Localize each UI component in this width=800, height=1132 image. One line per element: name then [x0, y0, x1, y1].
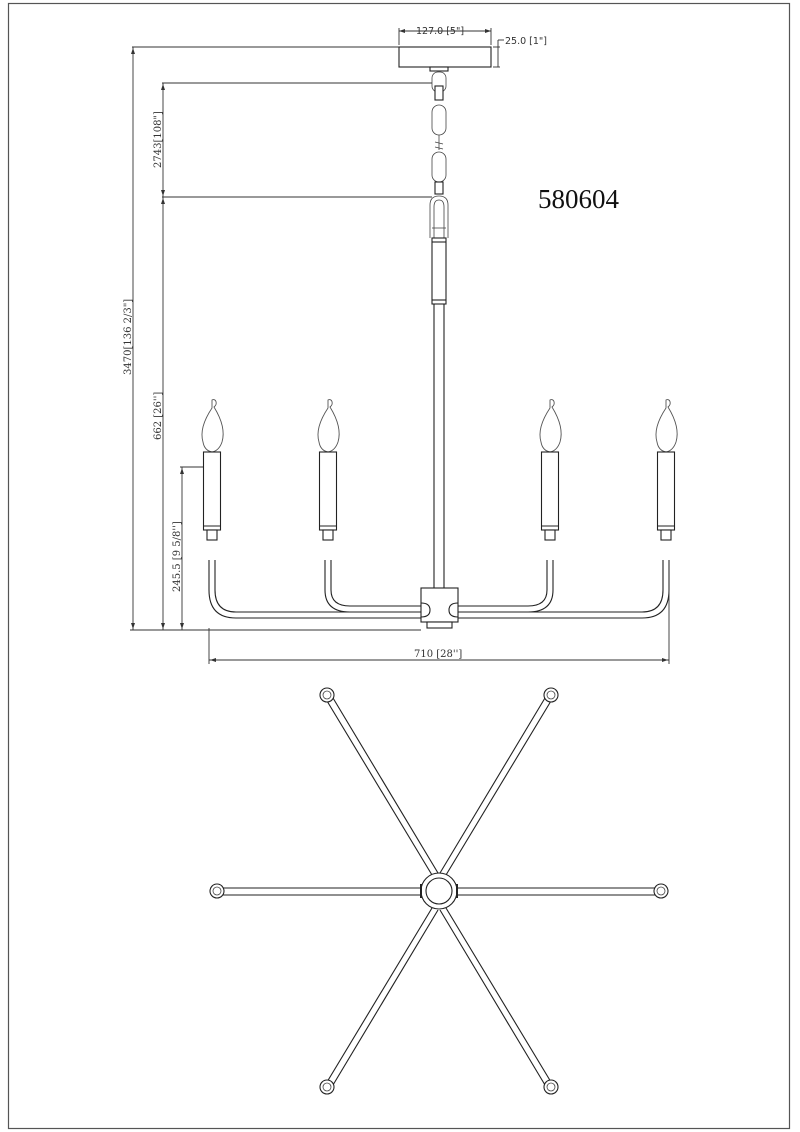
plan-arms	[222, 692, 656, 1091]
dim-body-height: 662 [26'']	[153, 392, 164, 440]
dim-candle-height: 245.5 [9 5/8'']	[172, 521, 183, 592]
chain	[429, 71, 449, 238]
dimension-lines	[130, 28, 670, 664]
model-number: 580604	[538, 184, 620, 214]
candle-2	[317, 399, 340, 541]
candle-1	[201, 399, 224, 541]
arms	[208, 560, 670, 619]
dim-overall-height: 3470[136 2/3"]	[123, 299, 134, 375]
dim-overall-width: 710 [28'']	[414, 649, 462, 660]
candle-4	[655, 399, 678, 541]
stem-sleeve	[431, 237, 447, 305]
sheet-border	[7, 2, 791, 1130]
canopy	[398, 46, 492, 68]
top-plan-view	[209, 687, 669, 1095]
center-hub	[420, 587, 459, 623]
dim-chain-length: 2743[108"]	[153, 111, 164, 168]
plan-cups	[209, 687, 669, 1095]
front-elevation-view	[201, 46, 678, 629]
dim-canopy-height: 25.0 [1"]	[505, 36, 547, 47]
dim-canopy-width: 127.0 [5"]	[416, 26, 464, 37]
candle-3	[539, 399, 562, 541]
